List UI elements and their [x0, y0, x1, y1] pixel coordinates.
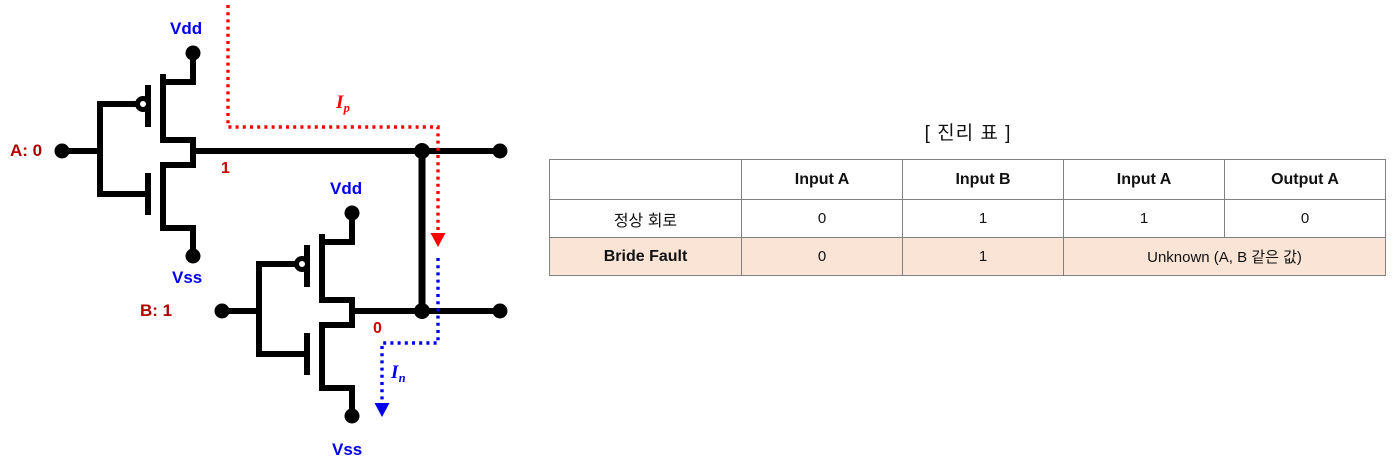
- inverter-a-vss-wire: [160, 225, 196, 258]
- inverter-a-output-value-label: 1: [221, 160, 230, 177]
- cell-normal-input-b: 1: [902, 199, 1064, 238]
- header-cell-blank: [549, 159, 742, 200]
- inverter-b-vss-label: Vss: [332, 440, 363, 459]
- cell-normal-input-a-2: 1: [1063, 199, 1225, 238]
- header-cell-output-a: Output A: [1224, 159, 1386, 200]
- row-label-normal-circuit: 정상 회로: [549, 199, 742, 238]
- truth-table-panel: [ 진리 표 ] Input A Input B Input A Output …: [549, 118, 1387, 276]
- inverter-b-pmos-drain-wire: [319, 297, 355, 315]
- truth-table-body: 정상 회로 0 1 1 0 Bride Fault 0 1 Unknown (A…: [549, 199, 1386, 276]
- in-current-label: In: [391, 362, 406, 385]
- truth-table-head: Input A Input B Input A Output A: [549, 159, 1386, 200]
- bridge-node-top-dot: [414, 143, 430, 159]
- inverter-a-vss-terminal-dot: [185, 248, 201, 264]
- cell-normal-output-a: 0: [1224, 199, 1386, 238]
- inverter-b-vdd-terminal-dot: [344, 205, 360, 221]
- inverter-a-vss-label: Vss: [172, 268, 203, 287]
- inverter-a-input-label: A: 0: [10, 141, 43, 160]
- inverter-b-vdd-label: Vdd: [330, 179, 363, 198]
- ip-subscript: p: [343, 101, 350, 115]
- header-cell-input-a-1: Input A: [741, 159, 903, 200]
- cell-fault-input-b: 1: [902, 237, 1064, 276]
- row-label-bride-fault: Bride Fault: [549, 237, 742, 276]
- inverter-a-pmos-drain-wire: [160, 137, 196, 155]
- inverter-b-input-terminal-dot: [214, 303, 230, 319]
- table-row-normal: 정상 회로 0 1 1 0: [549, 199, 1386, 238]
- circuit-schematic-svg: [54, 5, 508, 424]
- inverter-b-group: [219, 211, 504, 418]
- inverter-a-input-terminal-dot: [54, 143, 70, 159]
- inverter-a-nmos-drain-wire: [160, 149, 196, 168]
- cell-fault-input-a-1: 0: [741, 237, 903, 276]
- truth-table-header-row: Input A Input B Input A Output A: [549, 159, 1386, 200]
- inverter-b-output-value-label: 0: [373, 320, 382, 337]
- in-arrowhead-icon: [374, 403, 390, 417]
- inverter-b-pmos-bubble-icon: [294, 256, 310, 272]
- header-cell-input-a-2: Input A: [1063, 159, 1225, 200]
- inverter-b-nmos-drain-wire: [319, 309, 355, 328]
- ip-symbol: I: [336, 92, 344, 113]
- circuit-diagram: Vdd Vss A: 0 1 Vdd Vss B: 1 0 Ip In: [0, 0, 530, 467]
- inverter-a-output-terminal-dot: [492, 143, 508, 159]
- inverter-b-output-terminal-dot: [492, 303, 508, 319]
- inverter-a-vdd-wire: [160, 51, 196, 85]
- truth-table-title: [ 진리 표 ]: [924, 123, 1012, 144]
- inverter-b-vss-terminal-dot: [344, 408, 360, 424]
- inverter-a-pmos-bubble-icon: [135, 96, 151, 112]
- in-subscript: n: [398, 371, 406, 385]
- cell-normal-input-a-1: 0: [741, 199, 903, 238]
- header-cell-input-b: Input B: [902, 159, 1064, 200]
- ip-current-label: Ip: [336, 92, 350, 115]
- bridge-node-bottom-dot: [414, 303, 430, 319]
- table-row-bridge-fault: Bride Fault 0 1 Unknown (A, B 같은 값): [549, 237, 1386, 276]
- inverter-a-vdd-terminal-dot: [185, 45, 201, 61]
- inverter-a-vdd-label: Vdd: [170, 19, 203, 38]
- ip-arrowhead-icon: [430, 233, 446, 247]
- in-symbol: I: [391, 362, 399, 383]
- truth-table: Input A Input B Input A Output A 정상 회로 0…: [549, 159, 1386, 276]
- inverter-b-vss-wire: [319, 385, 355, 418]
- inverter-a-group: [59, 51, 504, 258]
- inverter-b-vdd-wire: [319, 211, 355, 245]
- inverter-b-input-label: B: 1: [140, 301, 173, 320]
- cell-fault-unknown-merged: Unknown (A, B 같은 값): [1063, 237, 1386, 276]
